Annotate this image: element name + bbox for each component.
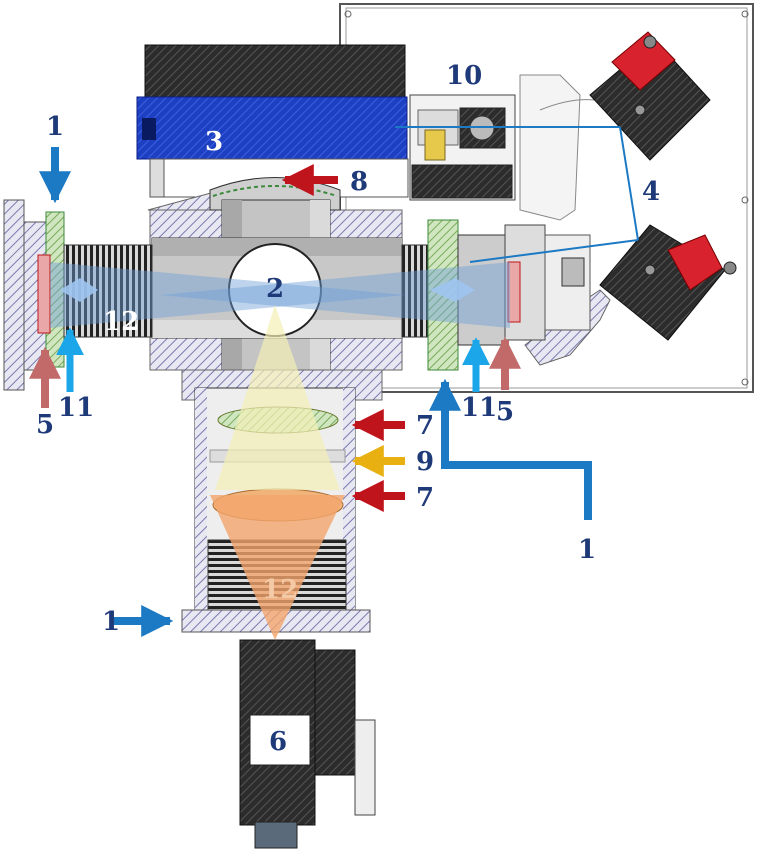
label-5-left: 5 (36, 410, 54, 440)
label-7-upper: 7 (416, 411, 434, 441)
arrow-1-right (429, 378, 592, 520)
callout-arrows (29, 147, 592, 637)
mirror-mount-upper (589, 31, 711, 161)
label-11-right: 11 (461, 393, 497, 423)
label-6: 6 (269, 727, 287, 757)
beam-paths (50, 126, 639, 640)
label-9: 9 (416, 447, 434, 477)
left-arm (3, 199, 153, 391)
label-1-bottom: 1 (102, 607, 120, 637)
camera-6 (239, 639, 376, 849)
label-12-bottom: 12 (262, 575, 298, 605)
label-1-top-left: 1 (46, 112, 64, 142)
mirror-mount-lower (599, 224, 737, 341)
label-10: 10 (446, 61, 482, 91)
label-1-right: 1 (578, 535, 596, 565)
device-10 (409, 94, 516, 201)
label-12-left: 12 (103, 307, 139, 337)
label-4: 4 (642, 177, 660, 207)
label-11-left: 11 (58, 393, 94, 423)
label-2: 2 (266, 274, 284, 304)
label-7-lower: 7 (416, 483, 434, 513)
label-3: 3 (205, 127, 223, 157)
number-labels: 1 1 1 2 3 4 5 5 6 7 7 8 9 10 11 11 12 12 (36, 61, 660, 757)
label-5-right: 5 (496, 397, 514, 427)
label-8: 8 (350, 167, 368, 197)
